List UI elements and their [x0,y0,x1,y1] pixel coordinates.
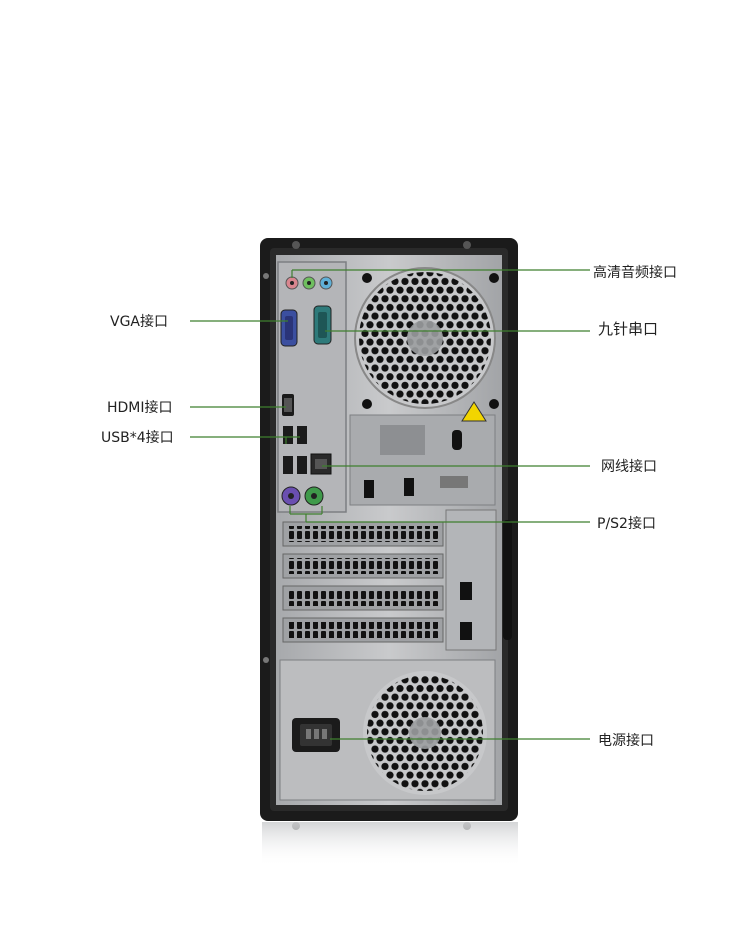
label-hdmi-port: HDMI接口 [107,400,173,416]
expansion-slots [282,521,444,643]
label-power-port: 电源接口 [598,733,654,749]
label-network-port: 网线接口 [601,459,657,475]
usb-port-2 [297,426,307,444]
warning-triangle [461,401,487,422]
label-audio-port: 高清音频接口 [593,265,677,281]
side-handle [503,520,512,640]
usb-port-1 [283,426,293,444]
usb-port-4 [297,456,307,474]
label-usb-port: USB*4接口 [101,430,174,446]
label-vga-port: VGA接口 [110,314,169,330]
usb-port-3 [283,456,293,474]
label-serial-port: 九针串口 [598,320,659,338]
label-ps2-port: P/S2接口 [597,516,656,532]
floor-reflection [262,822,518,867]
leader-lines [190,269,590,740]
